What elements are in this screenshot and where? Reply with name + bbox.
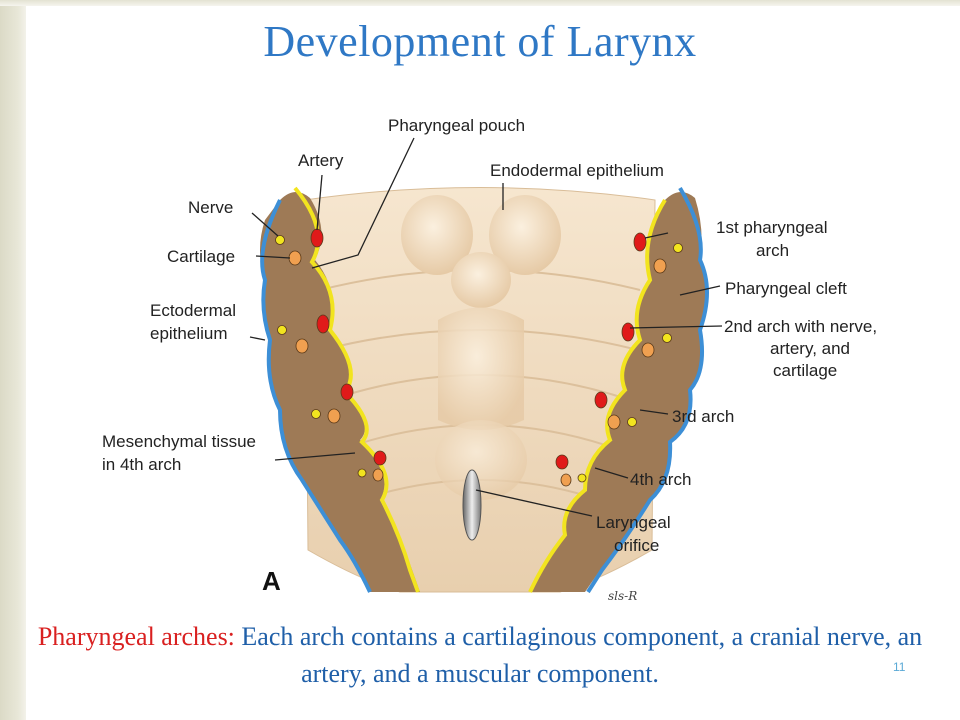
- leader-mesenchymal-tissue: [274, 452, 356, 461]
- artery-left-1: [310, 228, 324, 248]
- label-fourth-arch: 4th arch: [630, 470, 691, 489]
- caption-term: Pharyngeal arches:: [37, 622, 235, 651]
- label-second-arch-2: artery, and: [770, 339, 850, 358]
- artery-right-1: [633, 232, 647, 252]
- hypobranchial-eminence: [438, 307, 524, 430]
- leader-artery: [316, 174, 323, 231]
- leader-cartilage: [255, 255, 291, 259]
- slide-side-band: [0, 0, 26, 720]
- nerve-right-3: [627, 417, 637, 427]
- artery-left-3: [340, 383, 354, 401]
- artist-signature: sls-R: [608, 589, 637, 603]
- leader-first-arch: [644, 232, 669, 239]
- arch-contents: [275, 228, 683, 487]
- page-number: 11: [893, 660, 906, 674]
- nerve-left-4: [357, 468, 367, 478]
- label-ectodermal-epithelium-1: Ectodermal: [150, 301, 236, 320]
- copula: [451, 252, 511, 308]
- right-endodermal-epithelium: [528, 198, 667, 593]
- label-second-arch-3: cartilage: [773, 361, 837, 380]
- cartilage-left-3: [327, 408, 341, 424]
- artery-left-4: [373, 450, 387, 466]
- left-arch-mesenchyme: [260, 191, 420, 592]
- cartilage-left-2: [295, 338, 309, 354]
- right-ectodermal-epithelium: [586, 186, 709, 594]
- nerve-right-4: [577, 473, 587, 483]
- label-laryngeal-orifice-2: orifice: [614, 536, 659, 555]
- artery-right-2: [621, 322, 635, 342]
- cartilage-right-2: [641, 342, 655, 358]
- slide-top-band: [0, 0, 960, 6]
- pharyngeal-arches-diagram: Pharyngeal pouch Artery Endodermal epith…: [102, 116, 877, 603]
- label-pharyngeal-cleft: Pharyngeal cleft: [725, 279, 847, 298]
- slide-title: Development of Larynx: [263, 17, 697, 66]
- caption: Pharyngeal arches: Each arch contains a …: [30, 618, 930, 692]
- label-laryngeal-orifice-1: Laryngeal: [596, 513, 671, 532]
- nerve-right-1: [673, 243, 683, 253]
- epiglottal-swelling: [435, 420, 527, 500]
- nerve-left-3: [311, 409, 321, 419]
- label-pharyngeal-pouch: Pharyngeal pouch: [388, 116, 525, 135]
- label-artery: Artery: [298, 151, 344, 170]
- label-ectodermal-epithelium-2: epithelium: [150, 324, 228, 343]
- label-nerve: Nerve: [188, 198, 233, 217]
- nerve-left-1: [275, 235, 285, 245]
- leader-second-arch: [629, 325, 723, 329]
- pharyngeal-arches-figure: Pharyngeal pouch Artery Endodermal epith…: [40, 80, 918, 610]
- leader-ectodermal-epithelium: [249, 336, 266, 341]
- label-mesenchymal-tissue-2: in 4th arch: [102, 455, 181, 474]
- cartilage-right-4: [560, 473, 572, 487]
- laryngeal-orifice: [462, 469, 482, 541]
- caption-text: Each arch contains a cartilaginous compo…: [241, 622, 923, 688]
- panel-letter: A: [262, 566, 281, 596]
- artery-left-2: [316, 314, 330, 334]
- right-arch-mesenchyme: [530, 191, 706, 592]
- leader-third-arch: [639, 409, 669, 415]
- nerve-left-2: [277, 325, 287, 335]
- leader-pharyngeal-pouch: [311, 137, 415, 269]
- cartilage-left-1: [288, 250, 302, 266]
- nerve-right-2: [662, 333, 672, 343]
- leader-laryngeal-orifice: [475, 489, 593, 517]
- label-mesenchymal-tissue-1: Mesenchymal tissue: [102, 432, 256, 451]
- lateral-lingual-swelling-right: [489, 195, 561, 275]
- leader-fourth-arch: [594, 467, 629, 479]
- label-first-arch-2: arch: [756, 241, 789, 260]
- leader-lines: [249, 137, 723, 517]
- left-ectodermal-epithelium: [260, 199, 372, 593]
- lateral-lingual-swelling-left: [401, 195, 473, 275]
- label-cartilage: Cartilage: [167, 247, 235, 266]
- leader-pharyngeal-cleft: [679, 285, 721, 296]
- cartilage-right-1: [653, 258, 667, 274]
- label-first-arch-1: 1st pharyngeal: [716, 218, 828, 237]
- label-second-arch-1: 2nd arch with nerve,: [724, 317, 877, 336]
- label-third-arch: 3rd arch: [672, 407, 734, 426]
- cartilage-left-4: [372, 468, 384, 482]
- artery-right-3: [594, 391, 608, 409]
- label-endodermal-epithelium: Endodermal epithelium: [490, 161, 664, 180]
- leader-nerve: [251, 212, 279, 237]
- cartilage-right-3: [607, 414, 621, 430]
- artery-right-4: [555, 454, 569, 470]
